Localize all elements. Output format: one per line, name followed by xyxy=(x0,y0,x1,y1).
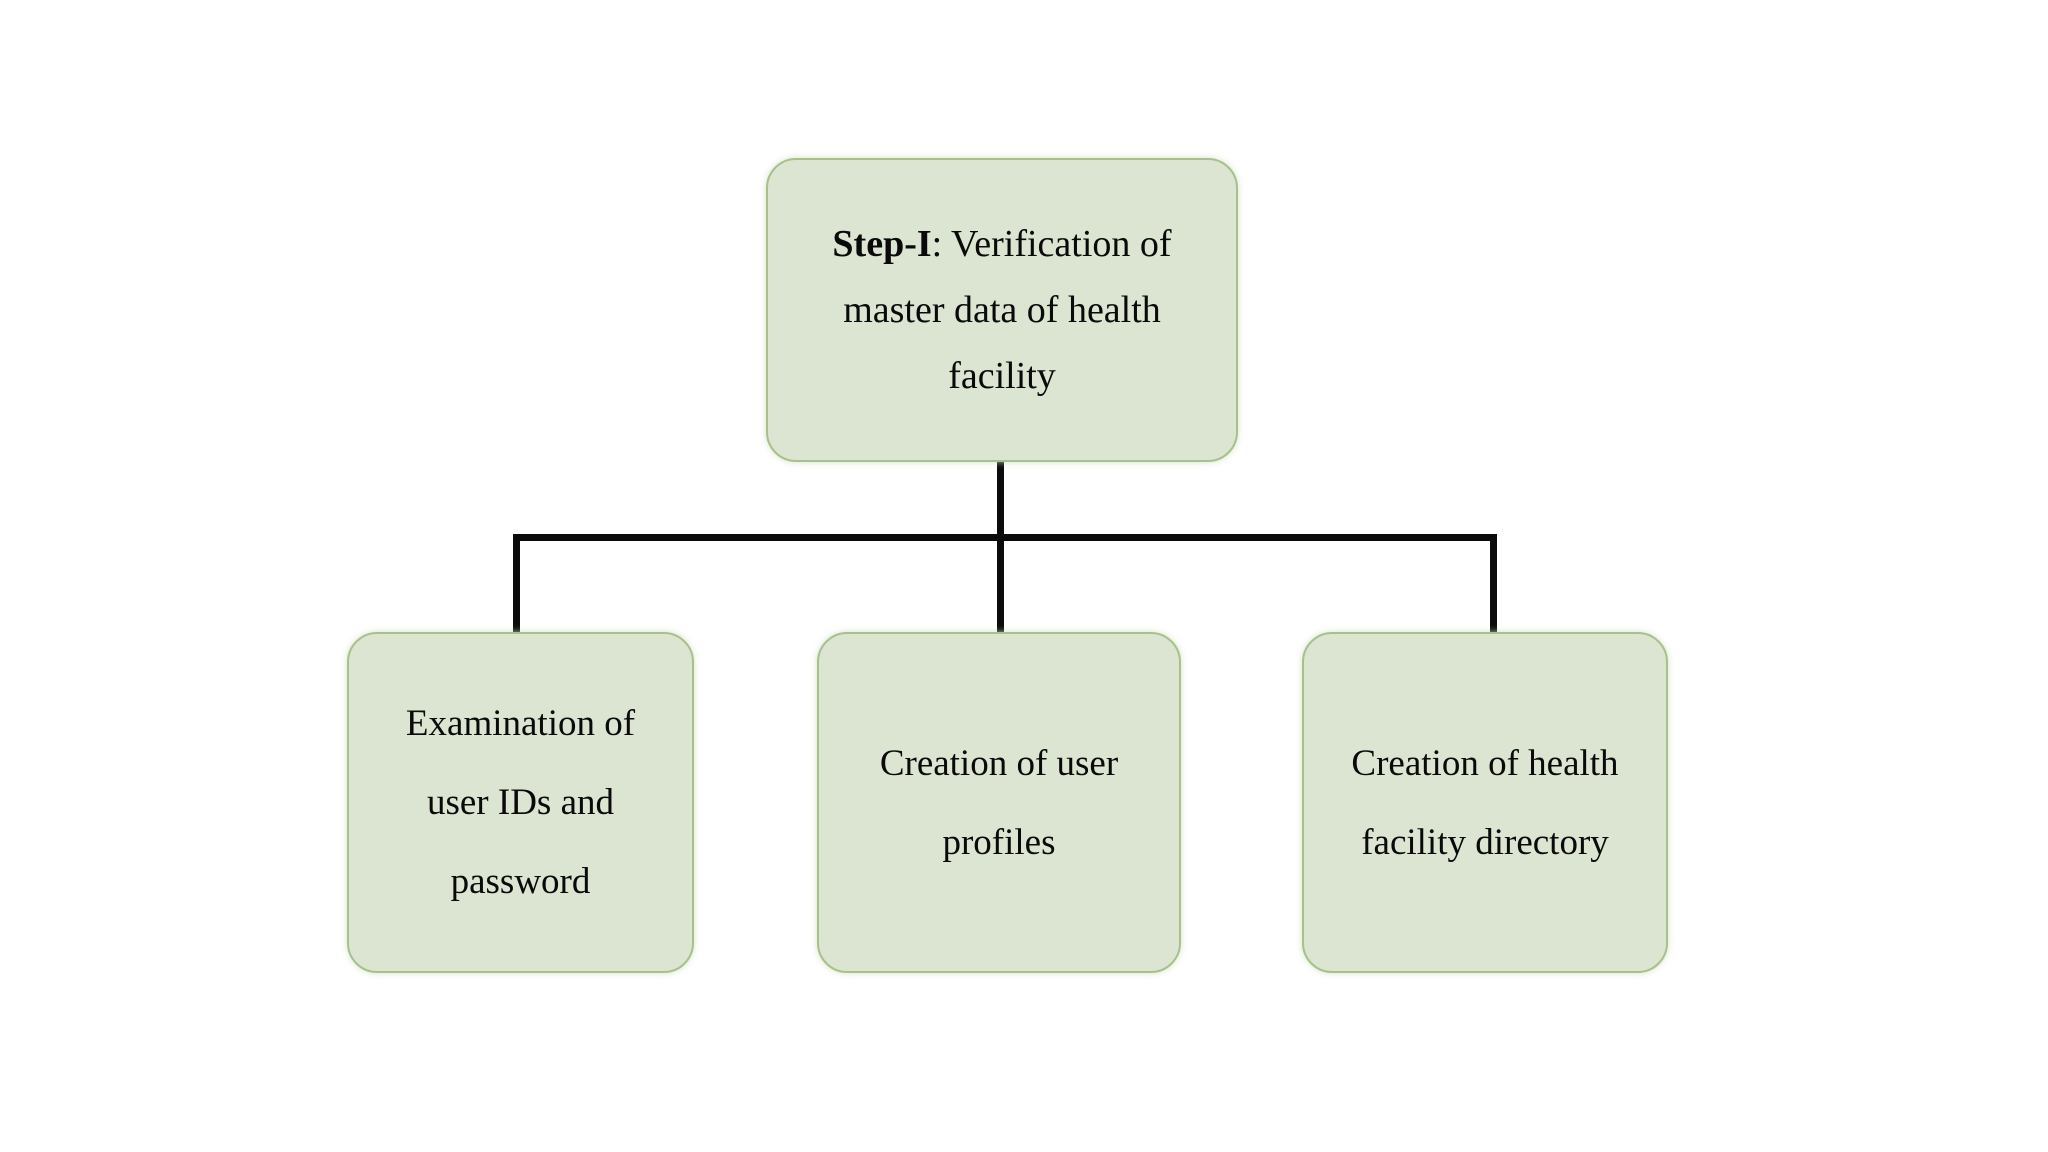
node-user-ids-line-2: user IDs and xyxy=(426,782,614,823)
connector-branch-right xyxy=(1490,534,1497,634)
node-user-ids-line-3: password xyxy=(450,861,591,902)
node-step-1-label-rest: : Verification of xyxy=(931,223,1172,265)
node-profiles-line-1: Creation of user xyxy=(879,742,1119,784)
node-profiles-line-2: profiles xyxy=(942,821,1056,863)
connector-horizontal-bus xyxy=(513,534,1497,541)
node-examination-of-user-ids[interactable]: Examination of user IDs and password xyxy=(347,632,694,973)
node-creation-of-user-profiles[interactable]: Creation of user profiles xyxy=(817,632,1181,973)
node-step-1-label-bold: Step-I xyxy=(832,223,932,265)
node-step-1-verification[interactable]: Step-I: Verification of master data of h… xyxy=(766,158,1238,462)
node-directory-line-2: facility directory xyxy=(1361,821,1609,863)
node-user-ids-line-1: Examination of xyxy=(405,703,636,744)
connector-root-stem xyxy=(997,460,1004,540)
connector-branch-left xyxy=(513,534,520,634)
connector-branch-middle xyxy=(997,534,1004,634)
node-directory-line-1: Creation of health xyxy=(1351,742,1619,784)
node-creation-of-health-facility-directory[interactable]: Creation of health facility directory xyxy=(1302,632,1668,973)
node-step-1-line-1: Step-I: Verification of xyxy=(782,225,1222,263)
node-step-1-line-2: master data of health xyxy=(843,289,1161,331)
node-step-1-line-3: facility xyxy=(948,355,1056,397)
